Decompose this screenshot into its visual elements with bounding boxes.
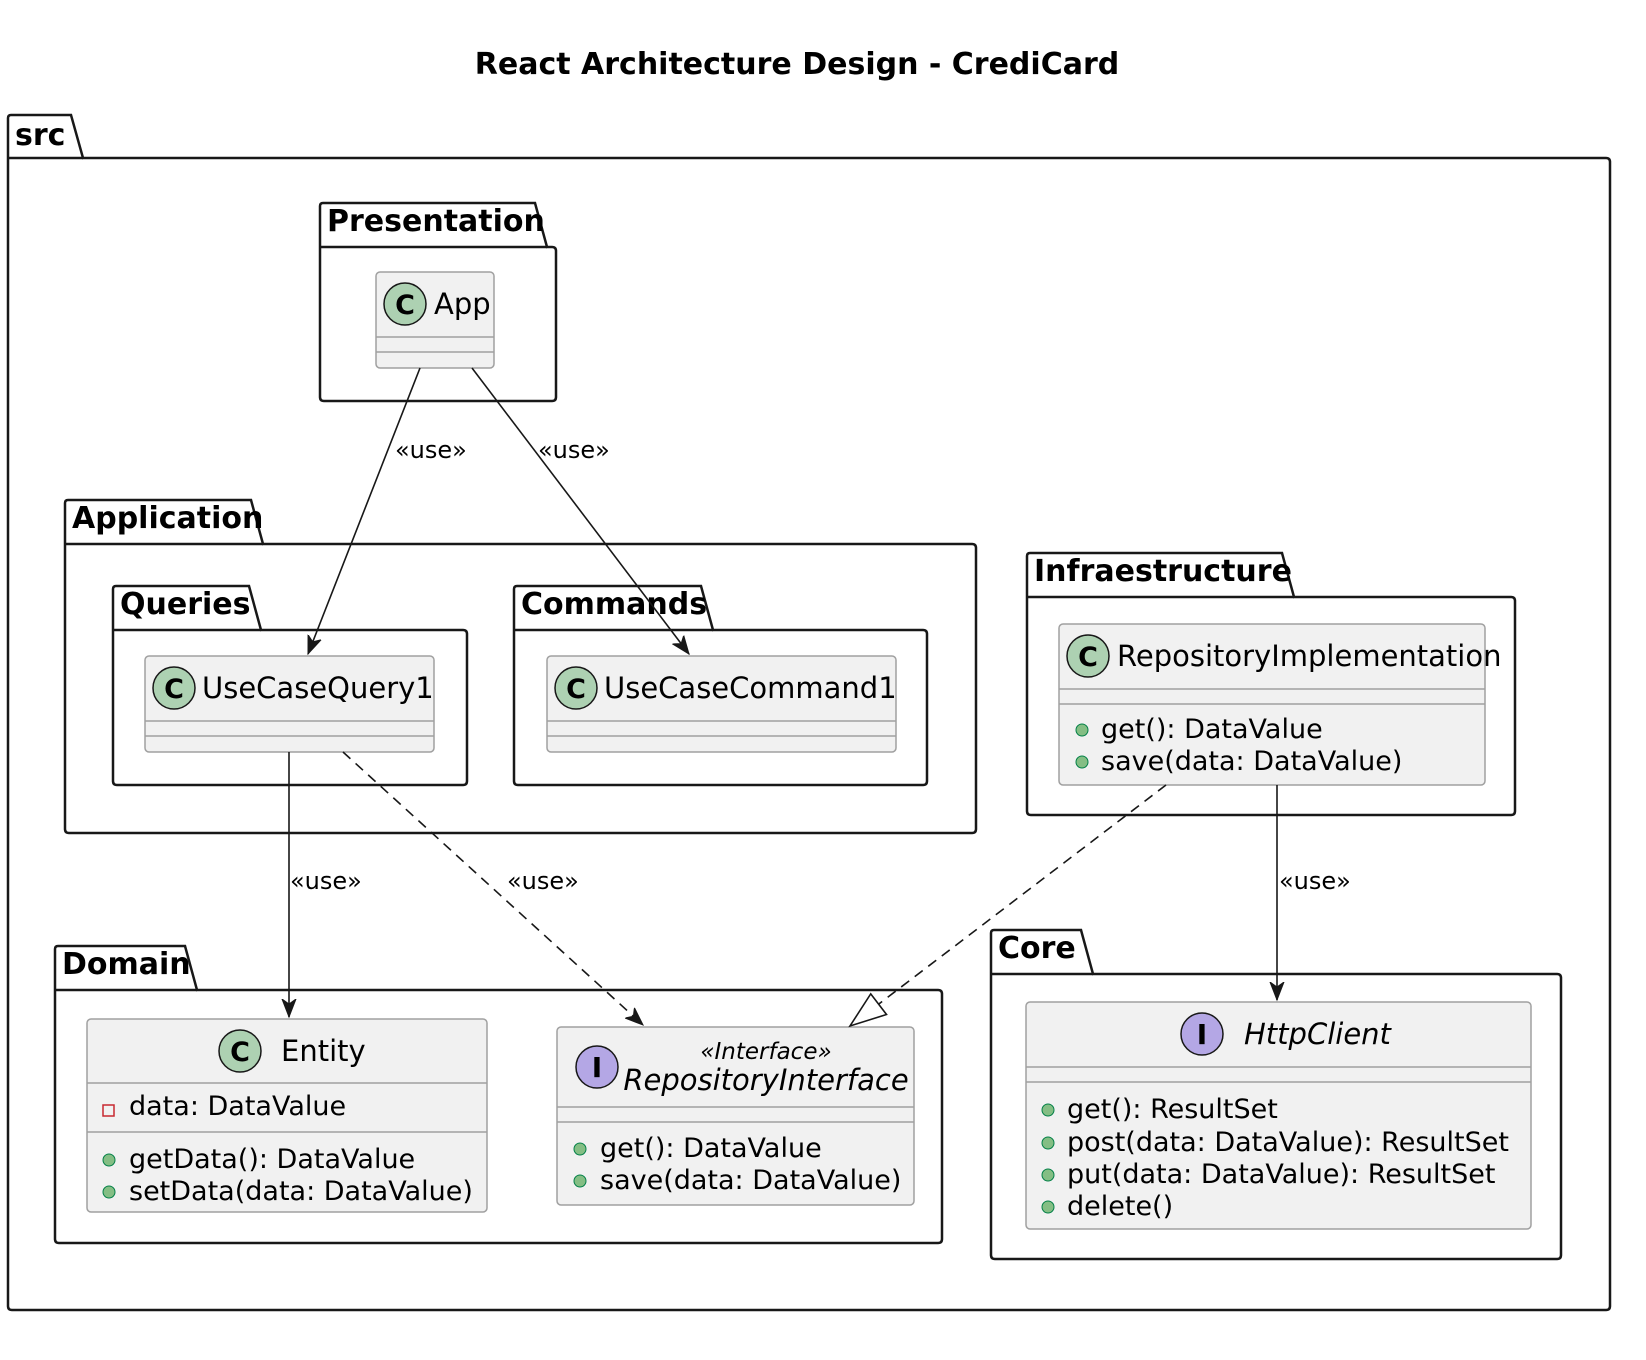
package-infraestructure-label: Infraestructure xyxy=(1034,554,1292,589)
edge-query-to-entity: «use» xyxy=(289,752,362,1017)
member-method: put(data: DataValue): ResultSet xyxy=(1067,1159,1495,1190)
class-repository-implementation[interactable]: C RepositoryImplementation get(): DataVa… xyxy=(1058,623,1501,786)
class-c-icon xyxy=(383,282,427,326)
package-core-label: Core xyxy=(998,931,1076,966)
public-method-icon xyxy=(1041,1103,1055,1117)
class-entity-name: Entity xyxy=(281,1034,366,1068)
public-method-icon xyxy=(1075,723,1089,737)
interface-http-name: HttpClient xyxy=(1244,1017,1393,1051)
edge-app-to-query-label: «use» xyxy=(395,436,467,464)
class-entity[interactable]: C Entity data: DataValue getData(): Data… xyxy=(86,1018,488,1213)
member-method: save(data: DataValue) xyxy=(600,1165,901,1196)
class-c-icon xyxy=(218,1029,262,1073)
edge-app-to-query: «use» xyxy=(307,367,467,654)
member-method: getData(): DataValue xyxy=(129,1144,415,1175)
public-method-icon xyxy=(573,1142,587,1156)
edge-query-to-interface: «use» xyxy=(342,751,643,1025)
member-method: save(data: DataValue) xyxy=(1101,746,1402,777)
package-presentation-label: Presentation xyxy=(327,204,545,239)
class-use-case-query1[interactable]: C UseCaseQuery1 xyxy=(144,655,435,753)
edge-query-to-entity-label: «use» xyxy=(290,867,362,895)
edge-repo-impl-realizes-interface xyxy=(850,784,1167,1026)
edge-repo-impl-to-http-label: «use» xyxy=(1279,867,1351,895)
interface-repo-icon-letter: I xyxy=(592,1051,602,1084)
package-src-label: src xyxy=(15,118,65,153)
package-commands-label: Commands xyxy=(521,587,707,622)
member-method: get(): DataValue xyxy=(1101,714,1323,745)
class-c-icon xyxy=(152,666,196,710)
package-queries-label: Queries xyxy=(120,587,251,622)
public-method-icon xyxy=(1075,755,1089,769)
interface-i-icon xyxy=(1180,1012,1224,1056)
public-method-icon xyxy=(102,1153,116,1167)
class-query-name: UseCaseQuery1 xyxy=(202,671,434,705)
edge-query-to-interface-label: «use» xyxy=(507,867,579,895)
diagram-title: React Architecture Design - CrediCard xyxy=(475,47,1119,82)
class-app-icon-letter: C xyxy=(395,290,415,321)
edge-repo-impl-to-http: «use» xyxy=(1277,785,1351,1000)
public-method-icon xyxy=(1041,1168,1055,1182)
public-method-icon xyxy=(573,1174,587,1188)
interface-http-icon-letter: I xyxy=(1197,1018,1207,1051)
class-app[interactable]: C App xyxy=(375,271,495,369)
member-method: get(): DataValue xyxy=(600,1133,822,1164)
public-method-icon xyxy=(102,1185,116,1199)
private-field-icon xyxy=(102,1104,115,1117)
interface-i-icon xyxy=(575,1045,619,1089)
class-command-name: UseCaseCommand1 xyxy=(604,671,897,705)
package-domain-label: Domain xyxy=(62,947,191,982)
class-entity-icon-letter: C xyxy=(230,1037,250,1068)
class-repo-impl-icon-letter: C xyxy=(1078,642,1098,673)
member-method: delete() xyxy=(1067,1191,1173,1222)
interface-http-client[interactable]: I HttpClient get(): ResultSet post(data:… xyxy=(1025,1001,1532,1230)
edge-app-to-command: «use» xyxy=(471,367,689,654)
edge-app-to-command-label: «use» xyxy=(538,436,610,464)
class-c-icon xyxy=(1066,634,1110,678)
member-method: setData(data: DataValue) xyxy=(129,1176,473,1207)
interface-repo-stereotype: «Interface» xyxy=(700,1039,831,1065)
interface-repo-name: RepositoryInterface xyxy=(623,1063,908,1097)
public-method-icon xyxy=(1041,1200,1055,1214)
class-use-case-command1[interactable]: C UseCaseCommand1 xyxy=(546,655,897,753)
public-method-icon xyxy=(1041,1136,1055,1150)
class-query-icon-letter: C xyxy=(164,674,184,705)
package-application-label: Application xyxy=(72,501,263,536)
class-command-icon-letter: C xyxy=(566,674,586,705)
interface-repository-interface[interactable]: I «Interface» RepositoryInterface get():… xyxy=(556,1026,915,1206)
class-c-icon xyxy=(554,666,598,710)
member-method: post(data: DataValue): ResultSet xyxy=(1067,1127,1509,1158)
member-method: get(): ResultSet xyxy=(1067,1094,1278,1125)
member-field: data: DataValue xyxy=(129,1091,346,1122)
class-repo-impl-name: RepositoryImplementation xyxy=(1117,639,1501,673)
class-app-name: App xyxy=(434,287,491,321)
